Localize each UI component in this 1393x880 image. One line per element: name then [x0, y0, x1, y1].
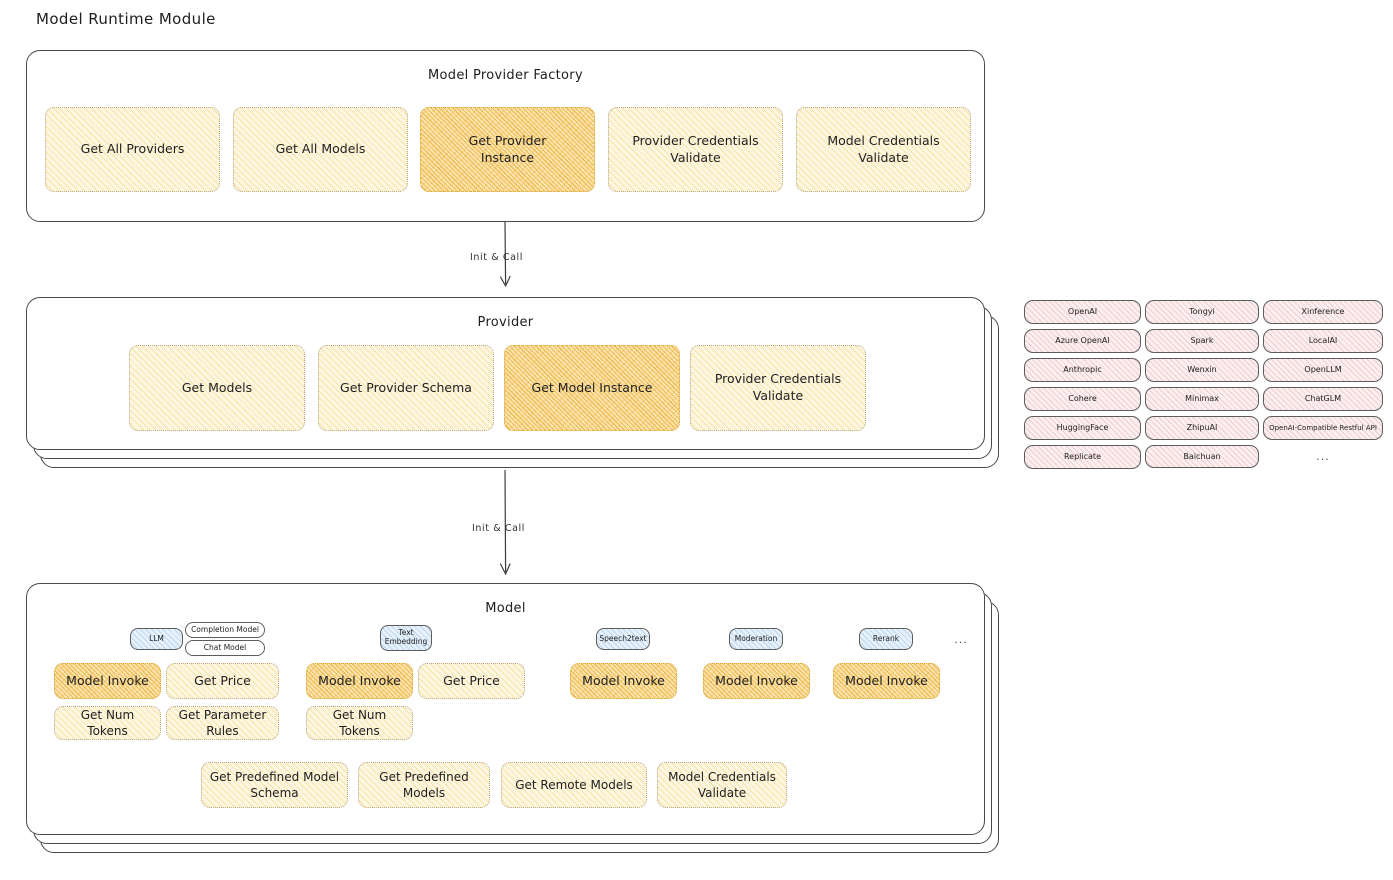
model-badge-rerank[interactable]: Rerank [859, 628, 913, 650]
model-text-embedding-method-get-price[interactable]: Get Price [418, 663, 525, 699]
arrow-factory-to-provider-label: Init & Call [470, 252, 523, 263]
model-badge-llm-chat-model[interactable]: Chat Model [185, 640, 265, 656]
model-badge-speech2text[interactable]: Speech2text [596, 628, 650, 650]
factory-node-provider-credentials-validate[interactable]: Provider Credentials Validate [608, 107, 783, 192]
provider-node-get-model-instance[interactable]: Get Model Instance [504, 345, 680, 431]
arrow-provider-to-model [486, 469, 526, 582]
provider-list-more: ... [1316, 449, 1330, 463]
factory-node-get-provider-instance[interactable]: Get Provider Instance [420, 107, 595, 192]
model-rerank-method-model-invoke[interactable]: Model Invoke [833, 663, 940, 699]
factory-node-get-all-providers[interactable]: Get All Providers [45, 107, 220, 192]
model-provider-factory-container: Model Provider Factory Get All Providers… [26, 50, 985, 222]
provider-chip-zhipuai[interactable]: ZhipuAI [1145, 416, 1259, 440]
provider-chip-openllm[interactable]: OpenLLM [1263, 358, 1383, 382]
arrow-factory-to-provider [486, 221, 526, 296]
model-llm-method-get-parameter-rules[interactable]: Get Parameter Rules [166, 706, 279, 740]
provider-chip-wenxin[interactable]: Wenxin [1145, 358, 1259, 382]
provider-title: Provider [477, 315, 534, 330]
provider-container: Provider Get Models Get Provider Schema … [26, 297, 999, 468]
model-container: Model LLM Completion Model Chat Model Mo… [26, 583, 999, 853]
provider-node-get-provider-schema[interactable]: Get Provider Schema [318, 345, 494, 431]
provider-chip-baichuan[interactable]: Baichuan [1145, 445, 1259, 468]
provider-chip-replicate[interactable]: Replicate [1024, 445, 1141, 469]
model-shared-method-model-credentials-validate[interactable]: Model Credentials Validate [657, 762, 787, 808]
model-text-embedding-method-get-num-tokens[interactable]: Get Num Tokens [306, 706, 413, 740]
provider-node-get-models[interactable]: Get Models [129, 345, 305, 431]
model-speech2text-method-model-invoke[interactable]: Model Invoke [570, 663, 677, 699]
provider-chip-spark[interactable]: Spark [1145, 329, 1259, 353]
model-moderation-method-model-invoke[interactable]: Model Invoke [703, 663, 810, 699]
provider-chip-chatglm[interactable]: ChatGLM [1263, 387, 1383, 411]
provider-chip-cohere[interactable]: Cohere [1024, 387, 1141, 411]
model-shared-method-get-predefined-models[interactable]: Get Predefined Models [358, 762, 490, 808]
page-title: Model Runtime Module [36, 10, 216, 28]
model-llm-method-get-num-tokens[interactable]: Get Num Tokens [54, 706, 161, 740]
factory-inner: Model Provider Factory Get All Providers… [26, 50, 985, 222]
provider-chip-azure-openai[interactable]: Azure OpenAI [1024, 329, 1141, 353]
provider-chip-openai-compatible-restful-api[interactable]: OpenAI-Compatible Restful API [1263, 416, 1383, 440]
arrow-down-icon [499, 221, 511, 288]
model-inner: Model LLM Completion Model Chat Model Mo… [26, 583, 985, 835]
model-title: Model [485, 601, 526, 616]
provider-chip-openai[interactable]: OpenAI [1024, 300, 1141, 324]
provider-chip-anthropic[interactable]: Anthropic [1024, 358, 1141, 382]
model-llm-method-model-invoke[interactable]: Model Invoke [54, 663, 161, 699]
provider-inner: Provider Get Models Get Provider Schema … [26, 297, 985, 450]
model-badge-text-embedding[interactable]: Text Embedding [380, 625, 432, 651]
model-text-embedding-method-model-invoke[interactable]: Model Invoke [306, 663, 413, 699]
provider-chip-minimax[interactable]: Minimax [1145, 387, 1259, 411]
factory-node-get-all-models[interactable]: Get All Models [233, 107, 408, 192]
model-badge-llm[interactable]: LLM [130, 628, 183, 650]
provider-chip-xinference[interactable]: Xinference [1263, 300, 1383, 324]
provider-chip-localai[interactable]: LocalAI [1263, 329, 1383, 353]
model-types-more: ... [954, 632, 968, 646]
model-llm-method-get-price[interactable]: Get Price [166, 663, 279, 699]
model-shared-method-get-predefined-model-schema[interactable]: Get Predefined Model Schema [201, 762, 348, 808]
provider-chip-tongyi[interactable]: Tongyi [1145, 300, 1259, 324]
provider-node-provider-credentials-validate[interactable]: Provider Credentials Validate [690, 345, 866, 431]
arrow-provider-to-model-label: Init & Call [472, 523, 525, 534]
model-badge-moderation[interactable]: Moderation [729, 628, 783, 650]
factory-node-model-credentials-validate[interactable]: Model Credentials Validate [796, 107, 971, 192]
factory-title: Model Provider Factory [428, 68, 583, 83]
arrow-down-icon [499, 469, 511, 576]
provider-chip-huggingface[interactable]: HuggingFace [1024, 416, 1141, 440]
provider-list: OpenAI Azure OpenAI Anthropic Cohere Hug… [1024, 300, 1384, 475]
model-shared-method-get-remote-models[interactable]: Get Remote Models [501, 762, 647, 808]
model-badge-llm-completion-model[interactable]: Completion Model [185, 622, 265, 638]
